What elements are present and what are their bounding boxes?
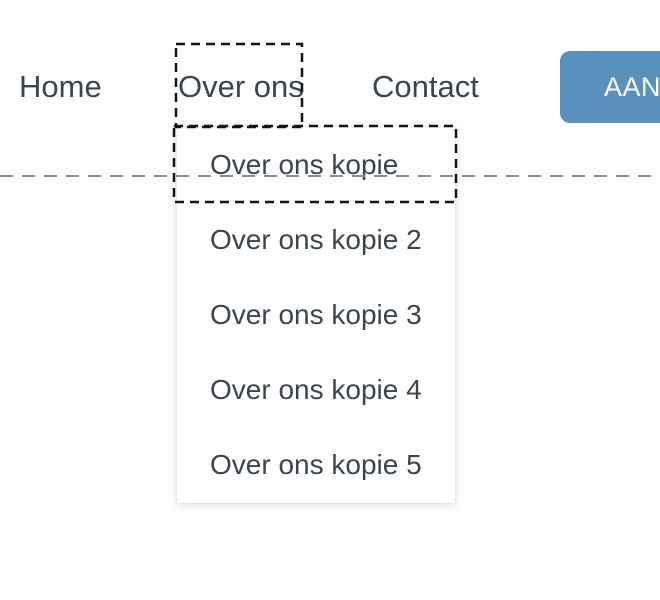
nav-item-home[interactable]: Home [19, 69, 102, 104]
dropdown-item-over-ons-kopie-3[interactable]: Over ons kopie 3 [210, 299, 422, 330]
dropdown-menu: Over ons kopie Over ons kopie 2 Over ons… [177, 127, 455, 503]
cta-button[interactable]: AAN [560, 51, 660, 123]
nav-item-over-ons[interactable]: Over ons [178, 69, 304, 104]
dropdown-item-over-ons-kopie-4[interactable]: Over ons kopie 4 [210, 374, 422, 405]
dropdown-item-over-ons-kopie[interactable]: Over ons kopie [210, 149, 399, 180]
nav-item-contact[interactable]: Contact [372, 69, 479, 104]
dropdown-item-over-ons-kopie-5[interactable]: Over ons kopie 5 [210, 449, 422, 480]
dropdown-item-over-ons-kopie-2[interactable]: Over ons kopie 2 [210, 224, 422, 255]
